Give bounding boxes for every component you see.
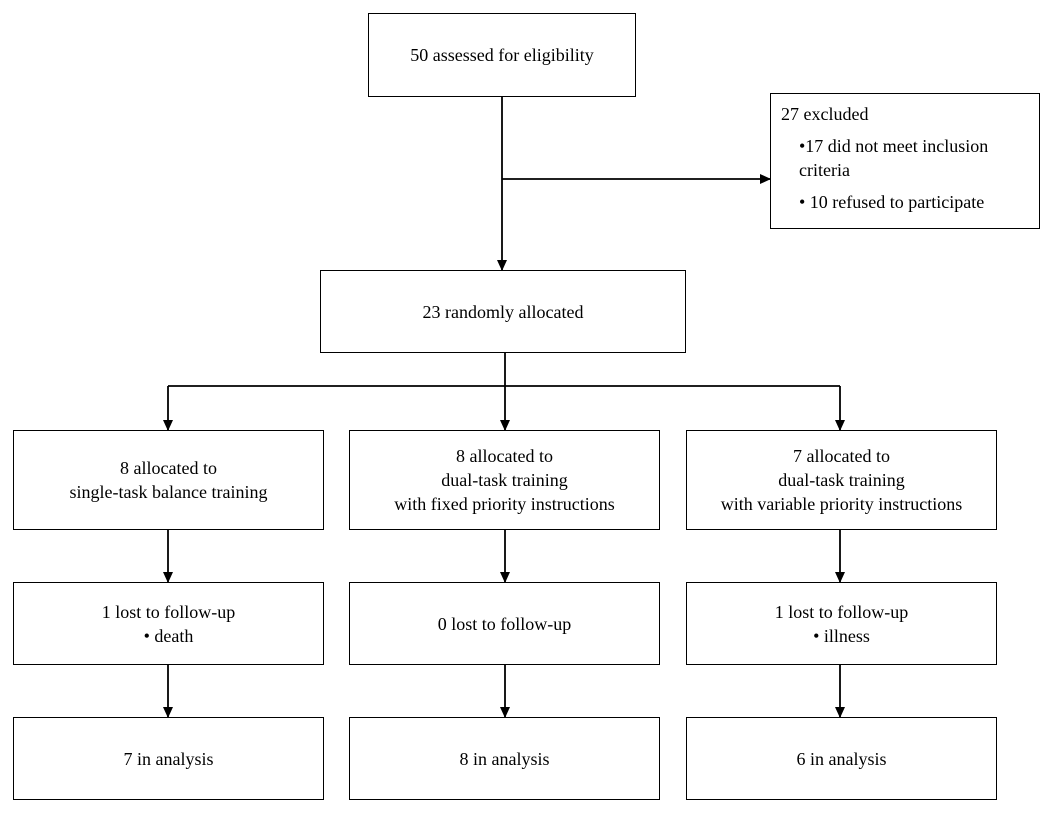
- arm-2-allocation-box: 8 allocated to dual-task training with f…: [349, 430, 660, 530]
- excluded-box: 27 excluded •17 did not meet inclusion c…: [770, 93, 1040, 229]
- excluded-title: 27 excluded: [781, 104, 869, 124]
- arm-3-allocation-line-1: 7 allocated to: [793, 446, 890, 466]
- arm-3-allocation-line-2: dual-task training: [778, 470, 905, 490]
- arm-3-followup-line-2: • illness: [813, 625, 870, 646]
- arm-3-analysis-text: 6 in analysis: [796, 748, 887, 769]
- excluded-reason-inclusion: •17 did not meet inclusion: [799, 136, 989, 156]
- arm-1-followup-line-2: • death: [143, 625, 194, 646]
- arm-3-allocation-line-3: with variable priority instructions: [720, 494, 963, 514]
- arm-1-followup-box: 1 lost to follow-up • death: [13, 582, 324, 665]
- arm-2-allocation-line-1: 8 allocated to: [456, 446, 553, 466]
- arm-1-allocation-line-1: 8 allocated to: [120, 458, 217, 478]
- arm-1-analysis-text: 7 in analysis: [123, 748, 214, 769]
- arm-2-allocation-line-3: with fixed priority instructions: [394, 494, 615, 514]
- excluded-reason-refused: • 10 refused to participate: [799, 192, 985, 212]
- arm-3-analysis-box: 6 in analysis: [686, 717, 997, 800]
- arm-2-followup-line-1: 0 lost to follow-up: [437, 613, 572, 634]
- arm-1-allocation-line-2: single-task balance training: [69, 482, 268, 502]
- eligibility-text: 50 assessed for eligibility: [410, 45, 594, 65]
- randomized-text: 23 randomly allocated: [422, 301, 584, 322]
- eligibility-box: 50 assessed for eligibility: [368, 13, 636, 97]
- arm-2-allocation-line-2: dual-task training: [441, 470, 568, 490]
- arm-2-analysis-box: 8 in analysis: [349, 717, 660, 800]
- arm-1-allocation-box: 8 allocated to single-task balance train…: [13, 430, 324, 530]
- arm-1-analysis-box: 7 in analysis: [13, 717, 324, 800]
- arm-2-analysis-text: 8 in analysis: [459, 748, 550, 769]
- arm-3-allocation-box: 7 allocated to dual-task training with v…: [686, 430, 997, 530]
- arm-1-followup-line-1: 1 lost to follow-up: [101, 601, 236, 622]
- arm-3-followup-box: 1 lost to follow-up • illness: [686, 582, 997, 665]
- randomized-box: 23 randomly allocated: [320, 270, 686, 353]
- arm-2-followup-box: 0 lost to follow-up: [349, 582, 660, 665]
- arm-3-followup-line-1: 1 lost to follow-up: [774, 601, 909, 622]
- excluded-reason-inclusion-cont: criteria: [799, 160, 850, 180]
